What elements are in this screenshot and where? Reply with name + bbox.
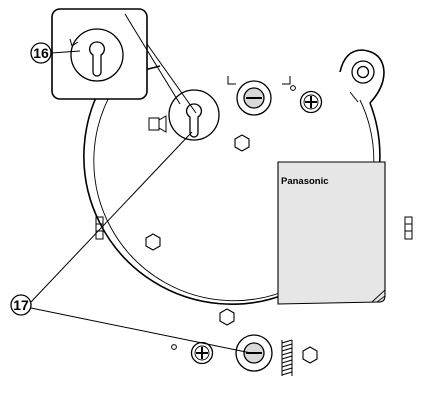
upper-flat-screw: [236, 80, 272, 116]
lower-flat-screw: [235, 334, 273, 372]
callout-17: 17: [10, 131, 252, 354]
hex-boss-bottom: [302, 346, 318, 364]
callout-17-label: 17: [13, 297, 29, 313]
right-side-clip: [404, 216, 413, 240]
callout-16: 16: [30, 42, 81, 64]
hex-boss-mid: [219, 308, 235, 326]
inset-detail: [51, 8, 148, 100]
threaded-spring: [281, 339, 293, 376]
callout-16-label: 16: [33, 45, 49, 61]
keyhole-mount: [168, 89, 220, 141]
inset-leader-lines: [124, 13, 197, 114]
small-hole-lower: [171, 344, 177, 350]
brand-label: Panasonic: [281, 176, 329, 187]
hex-boss-top: [234, 134, 250, 152]
lower-phillips-screw: [190, 341, 214, 365]
hex-bosses: [145, 134, 318, 364]
nameplate: Panasonic: [277, 161, 386, 305]
left-side-clip: [95, 216, 104, 240]
upper-phillips-screw: [299, 90, 323, 114]
small-hole: [290, 85, 296, 91]
top-tab: [227, 76, 291, 85]
hex-boss-left: [145, 233, 161, 251]
latch: [148, 115, 167, 133]
